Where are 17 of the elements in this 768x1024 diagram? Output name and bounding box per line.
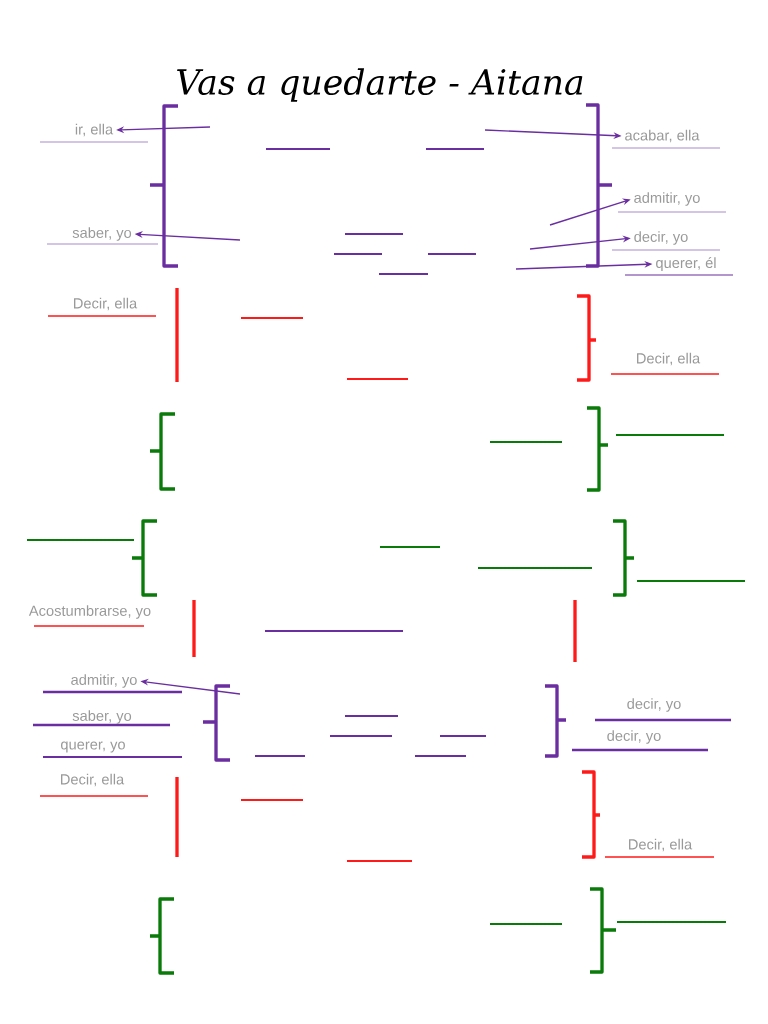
hint-label: Decir, ella (610, 352, 720, 375)
hint-label: admitir, yo (617, 192, 727, 213)
hint-label: querer, él (624, 257, 734, 276)
hint-label: ir, ella (39, 123, 149, 143)
hint-label: Decir, ella (604, 838, 715, 858)
hint-label: Decir, ella (47, 297, 157, 317)
hint-label: Acostumbrarse, yo (28, 605, 151, 627)
hint-label: saber, yo (46, 227, 159, 245)
title: Vas a quedarte - Aitana (177, 68, 583, 102)
hint-label: acabar, ella (611, 129, 721, 149)
hint-label: admitir, yo (43, 674, 182, 694)
hint-label: saber, yo (33, 710, 170, 727)
hint-label: decir, yo (611, 231, 721, 251)
hint-label: decir, yo (595, 698, 731, 722)
hint-label: querer, yo (42, 741, 183, 758)
hint-label: Decir, ella (39, 773, 149, 797)
hint-label: decir, yo (572, 730, 708, 752)
